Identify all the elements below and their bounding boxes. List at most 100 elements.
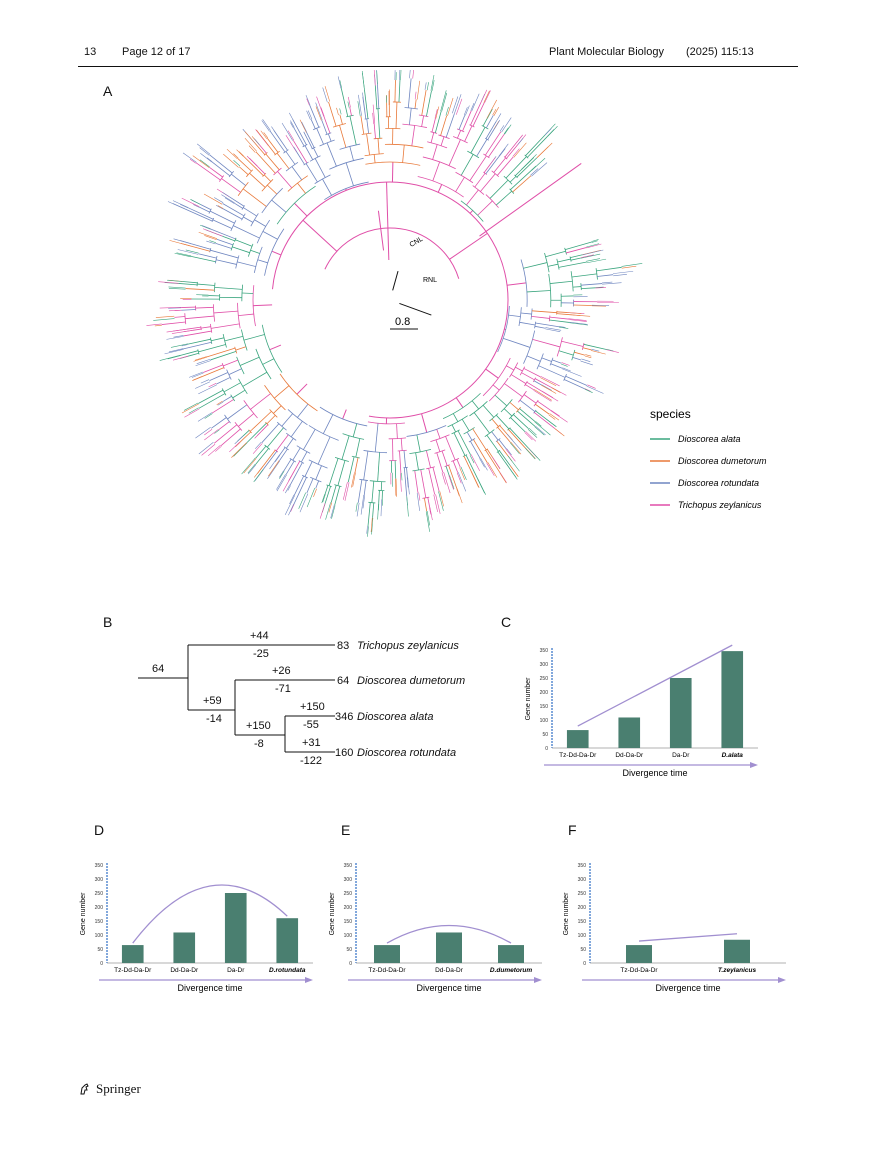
species-legend: Dioscorea alata Dioscorea dumetorum Dios… (650, 434, 767, 510)
arrow-head-icon (778, 977, 786, 983)
y-tick-label: 250 (344, 891, 353, 897)
trend-line (577, 644, 733, 727)
scale-label: 0.8 (395, 316, 410, 328)
x-tick-label: Tz-Dd-Da-Dr (114, 967, 152, 974)
y-tick-label: 0 (100, 961, 103, 967)
bar (374, 945, 400, 963)
y-tick-label: 200 (344, 905, 353, 911)
y-axis-label: Gene number (563, 892, 570, 935)
y-tick-label: 150 (540, 704, 549, 710)
journal-name: Plant Molecular Biology (549, 46, 664, 58)
dd-loss: -71 (275, 683, 291, 695)
x-tick-label: Tz-Dd-Da-Dr (620, 967, 658, 974)
page-info: Page 12 of 17 (122, 46, 191, 58)
y-tick-label: 0 (545, 746, 548, 752)
page-number: 13 (84, 46, 97, 58)
header-rule (78, 66, 798, 67)
bar (173, 932, 196, 963)
panel-label-f: F (568, 822, 577, 838)
panel-label-c: C (501, 614, 512, 630)
x-tick-label: Dd-Da-Dr (615, 752, 644, 759)
y-tick-label: 150 (344, 919, 353, 925)
bar-chart-f: Gene number050100150200250300350Tz-Dd-Da… (563, 863, 786, 993)
phylogenetic-tree: CNL RNL 0.8 species Dioscorea alata Dios… (146, 70, 767, 537)
rnl-label: RNL (423, 277, 437, 284)
bar-chart-c: Gene number050100150200250300350Tz-Dd-Da… (525, 644, 758, 778)
bar (121, 945, 144, 963)
y-tick-label: 250 (95, 891, 104, 897)
legend-title: species (650, 407, 691, 421)
y-tick-label: 150 (578, 919, 587, 925)
y-tick-label: 350 (344, 863, 353, 869)
y-tick-label: 350 (540, 648, 549, 654)
bar (669, 678, 692, 748)
y-tick-label: 50 (346, 947, 352, 953)
y-tick-label: 350 (95, 863, 104, 869)
bar (724, 939, 750, 963)
x-tick-label: Dd-Da-Dr (435, 967, 464, 974)
x-tick-label: Dd-Da-Dr (170, 967, 199, 974)
x-tick-label: D.rotundata (269, 967, 306, 974)
y-tick-label: 50 (580, 947, 586, 953)
root-count: 64 (152, 663, 164, 675)
da-loss: -55 (303, 719, 319, 731)
y-axis-label: Gene number (80, 892, 87, 935)
bar-chart-e: Gene number050100150200250300350Tz-Dd-Da… (329, 863, 542, 993)
y-tick-label: 200 (578, 905, 587, 911)
panel-label-a: A (103, 83, 113, 99)
y-tick-label: 300 (344, 877, 353, 883)
legend-label-dumetorum: Dioscorea dumetorum (678, 456, 767, 466)
legend-label-alata: Dioscorea alata (678, 434, 741, 444)
dr-taxon: Dioscorea rotundata (357, 747, 456, 759)
legend-label-zeylanicus: Trichopus zeylanicus (678, 500, 762, 510)
y-tick-label: 50 (97, 947, 103, 953)
y-tick-label: 200 (540, 690, 549, 696)
publisher-footer: Springer (78, 1081, 141, 1097)
springer-horse-icon (80, 1083, 89, 1095)
tz-gain: +44 (250, 630, 269, 642)
cladogram-branches (138, 644, 335, 753)
y-tick-label: 100 (95, 933, 104, 939)
panel-label-b: B (103, 614, 113, 630)
x-axis-label: Divergence time (655, 983, 720, 993)
bar-chart-d: Gene number 0 50 100 150 200 250 300 350Tz-Dd-Da… (80, 863, 313, 993)
bar (276, 918, 299, 963)
tz-taxon: Trichopus zeylanicus (357, 640, 459, 652)
y-tick-label: 250 (540, 676, 549, 682)
x-tick-label: D.dumetorum (490, 967, 532, 974)
legend-label-rotundata: Dioscorea rotundata (678, 478, 759, 488)
bar (626, 945, 652, 963)
y-tick-label: 100 (578, 933, 587, 939)
tz-count: 83 (337, 640, 349, 652)
bar (436, 932, 462, 963)
y-tick-label: 100 (540, 718, 549, 724)
da-count: 346 (335, 711, 353, 723)
dr-gain: +31 (302, 737, 321, 749)
dr-count: 160 (335, 747, 353, 759)
dadr-gain: +150 (246, 720, 271, 732)
bar (224, 893, 247, 963)
dioscorea-loss: -14 (206, 713, 222, 725)
x-tick-label: Tz-Dd-Da-Dr (368, 967, 406, 974)
x-tick-label: Tz-Dd-Da-Dr (559, 752, 597, 759)
cnl-label: CNL (409, 236, 425, 249)
dd-gain: +26 (272, 665, 291, 677)
trend-line (638, 933, 738, 942)
tree-branches (146, 70, 643, 537)
y-tick-label: 200 (95, 905, 104, 911)
y-tick-label: 150 (95, 919, 104, 925)
species-cladogram: 64 +44 -25 83 Trichopus zeylanicus +59 -… (138, 630, 465, 767)
y-tick-label: 0 (349, 961, 352, 967)
trend-line (386, 924, 512, 944)
arrow-head-icon (305, 977, 313, 983)
y-tick-label: 300 (578, 877, 587, 883)
dd-taxon: Dioscorea dumetorum (357, 675, 465, 687)
y-axis-label: Gene number (329, 892, 336, 935)
bar (721, 651, 744, 748)
y-tick-label: 50 (542, 732, 548, 738)
x-tick-label: D.alata (722, 752, 744, 759)
y-tick-label: 300 (95, 877, 104, 883)
bar (566, 730, 589, 748)
trend-line (132, 884, 288, 944)
dr-loss: -122 (300, 755, 322, 767)
